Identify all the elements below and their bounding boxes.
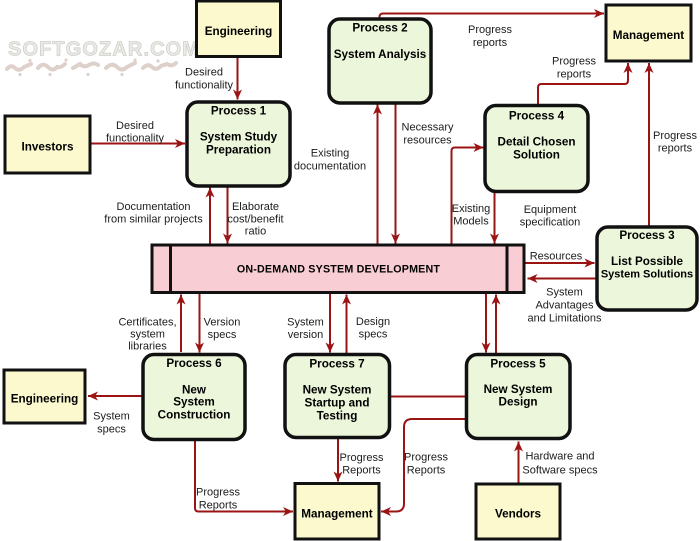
svg-text:New: New: [182, 384, 207, 397]
svg-text:Certificates,: Certificates,: [118, 317, 176, 329]
svg-text:Advantages: Advantages: [535, 300, 594, 312]
svg-text:Hardware and: Hardware and: [525, 451, 594, 463]
svg-text:functionality: functionality: [175, 80, 234, 92]
svg-text:reports: reports: [473, 37, 508, 49]
svg-text:Desired: Desired: [116, 120, 154, 132]
svg-text:resources: resources: [403, 135, 452, 147]
svg-text:Process 7: Process 7: [309, 358, 364, 371]
svg-text:Progress: Progress: [552, 56, 597, 68]
svg-text:system: system: [130, 329, 165, 341]
svg-text:ON-DEMAND SYSTEM DEVELOPMENT: ON-DEMAND SYSTEM DEVELOPMENT: [237, 264, 441, 276]
svg-text:Reports: Reports: [342, 465, 381, 477]
svg-text:Design: Design: [499, 396, 538, 409]
svg-text:specs: specs: [359, 329, 388, 341]
svg-text:Existing: Existing: [452, 203, 491, 215]
svg-text:Detail Chosen: Detail Chosen: [498, 136, 576, 149]
svg-text:Existing: Existing: [311, 148, 350, 160]
svg-text:System Analysis: System Analysis: [334, 48, 427, 61]
svg-text:Process 4: Process 4: [509, 110, 565, 123]
svg-text:reports: reports: [658, 143, 693, 155]
svg-text:Equipment: Equipment: [524, 204, 577, 216]
svg-text:Process 1: Process 1: [211, 105, 267, 118]
svg-text:reports: reports: [557, 69, 592, 81]
svg-text:Desired: Desired: [185, 67, 223, 79]
svg-text:Management: Management: [301, 508, 373, 521]
svg-text:System Solutions: System Solutions: [601, 269, 693, 281]
svg-text:Investors: Investors: [22, 141, 74, 154]
svg-text:SOFTGOZAR.COM: SOFTGOZAR.COM: [9, 40, 201, 62]
svg-text:Preparation: Preparation: [206, 144, 271, 157]
svg-text:System: System: [93, 411, 130, 423]
svg-text:Models: Models: [453, 216, 489, 228]
svg-text:Documentation: Documentation: [117, 201, 191, 213]
svg-text:System: System: [546, 287, 583, 299]
svg-text:Progress: Progress: [404, 452, 449, 464]
svg-text:Necessary: Necessary: [402, 122, 454, 134]
svg-text:functionality: functionality: [106, 133, 165, 145]
svg-text:New System: New System: [484, 383, 553, 396]
svg-text:New System: New System: [303, 384, 372, 397]
svg-text:Testing: Testing: [317, 410, 358, 423]
svg-text:specification: specification: [520, 217, 581, 229]
svg-text:Engineering: Engineering: [11, 393, 79, 406]
svg-text:Version: Version: [204, 317, 241, 329]
svg-text:Process 2: Process 2: [352, 22, 408, 35]
svg-text:Management: Management: [613, 29, 685, 42]
svg-text:Software specs: Software specs: [522, 465, 598, 477]
svg-text:System: System: [173, 396, 215, 409]
svg-text:System: System: [287, 317, 324, 329]
svg-text:Progress: Progress: [196, 487, 241, 499]
svg-text:Solution: Solution: [513, 149, 560, 162]
svg-text:ratio: ratio: [245, 226, 266, 238]
svg-text:cost/benefit: cost/benefit: [227, 214, 283, 226]
svg-text:Progress: Progress: [653, 130, 698, 142]
svg-text:libraries: libraries: [128, 341, 167, 353]
svg-text:Elaborate: Elaborate: [232, 201, 279, 213]
svg-text:Resources: Resources: [530, 251, 583, 263]
svg-text:version: version: [288, 329, 323, 341]
svg-text:Construction: Construction: [158, 409, 231, 422]
svg-text:Vendors: Vendors: [495, 508, 542, 521]
svg-text:from similar projects: from similar projects: [104, 214, 203, 226]
svg-text:Design: Design: [356, 316, 390, 328]
svg-text:Process 6: Process 6: [166, 357, 222, 370]
svg-text:Engineering: Engineering: [205, 25, 273, 38]
svg-text:and Limitations: and Limitations: [528, 313, 602, 325]
svg-text:specs: specs: [97, 424, 126, 436]
svg-text:specs: specs: [208, 329, 237, 341]
svg-text:Progress: Progress: [468, 24, 513, 36]
svg-text:Process 3: Process 3: [619, 229, 675, 242]
svg-text:Reports: Reports: [199, 500, 238, 512]
svg-text:Reports: Reports: [407, 465, 446, 477]
svg-text:Progress: Progress: [339, 452, 384, 464]
svg-text:List Possible: List Possible: [611, 255, 684, 268]
svg-text:documentation: documentation: [294, 161, 366, 173]
svg-text:Process 5: Process 5: [490, 358, 546, 371]
svg-text:Startup and: Startup and: [305, 397, 370, 410]
svg-text:System Study: System Study: [200, 131, 278, 144]
svg-text:SOFTGOZAR.COM: SOFTGOZAR.COM: [8, 39, 200, 61]
